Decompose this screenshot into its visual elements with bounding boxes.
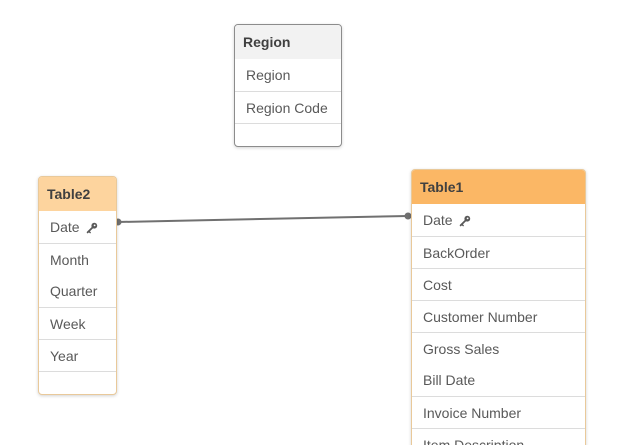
table-card-table1[interactable]: Table1 Date BackOrder Cost Customer Numb… <box>411 169 586 445</box>
table-footer-table2 <box>39 371 116 394</box>
field-backorder[interactable]: BackOrder <box>412 236 585 268</box>
field-year[interactable]: Year <box>39 339 116 371</box>
field-label: Date <box>50 219 80 235</box>
field-cost[interactable]: Cost <box>412 268 585 300</box>
association-line <box>117 215 409 223</box>
table-footer-region <box>235 123 341 146</box>
field-date[interactable]: Date <box>39 211 116 243</box>
field-region[interactable]: Region <box>246 67 291 83</box>
table-card-table2[interactable]: Table2 Date Month Quarter Week Year <box>38 176 117 395</box>
field-invoice-number[interactable]: Invoice Number <box>412 396 585 428</box>
table-card-region[interactable]: Region Region Region Code <box>234 24 342 147</box>
field-label: Date <box>423 212 453 228</box>
field-gross-sales[interactable]: Gross Sales <box>412 332 585 364</box>
field-item-description[interactable]: Item Description <box>412 428 585 445</box>
table-header-table2[interactable]: Table2 <box>39 177 116 211</box>
key-icon <box>459 216 470 227</box>
field-week[interactable]: Week <box>39 307 116 339</box>
table-header-table1[interactable]: Table1 <box>412 170 585 204</box>
field-quarter[interactable]: Quarter <box>50 283 98 299</box>
field-month[interactable]: Month <box>39 243 116 275</box>
field-region-code[interactable]: Region Code <box>235 91 341 123</box>
field-bill-date[interactable]: Bill Date <box>423 372 476 388</box>
key-icon <box>86 223 97 234</box>
field-customer-number[interactable]: Customer Number <box>412 300 585 332</box>
table-header-region[interactable]: Region <box>235 25 341 59</box>
field-date[interactable]: Date <box>412 204 585 236</box>
